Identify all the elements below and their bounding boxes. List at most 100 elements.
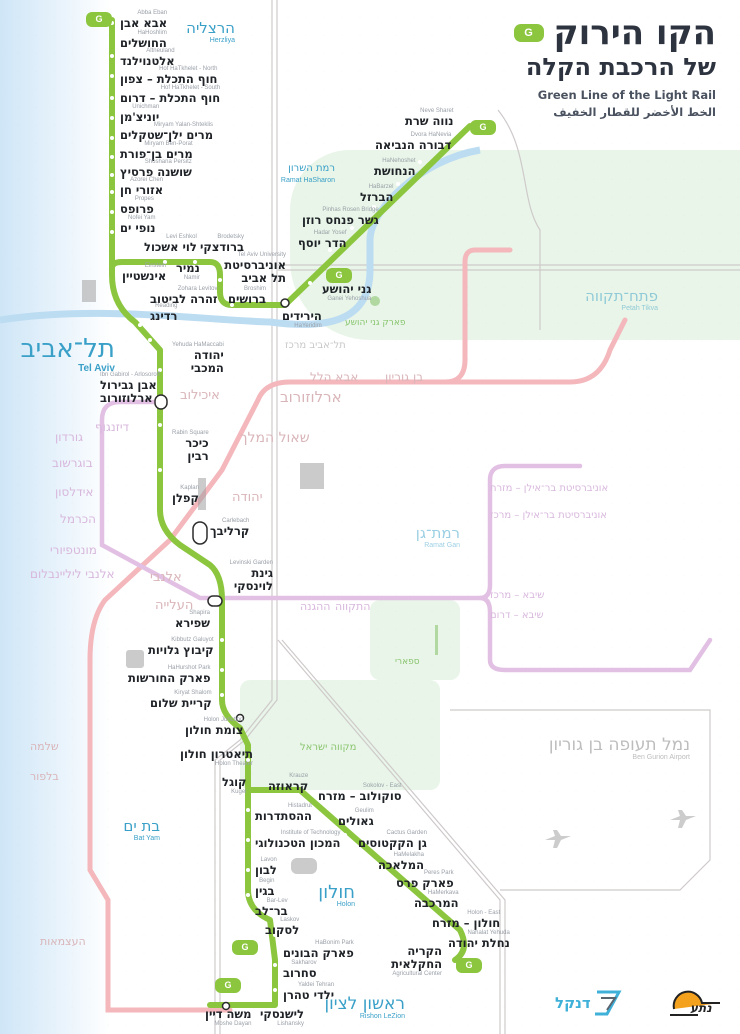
faded-label-hakomemiyut: העצמאות: [40, 935, 86, 948]
station-name-en: Yaldei Tehran: [297, 982, 335, 988]
station-name-he: סחרוב: [283, 966, 317, 980]
design-museum-icon: [291, 858, 317, 874]
station-name-he: הדר יוסף: [298, 236, 347, 250]
station-name-en: Geulim: [354, 808, 374, 814]
station-name-he: חולון – מזרח: [432, 916, 501, 930]
station-name-he: נווה שרת: [405, 114, 454, 128]
station-name-en: Miryam Ben-Porat: [144, 141, 193, 147]
station-name-he: הנחושת: [374, 164, 416, 178]
map-title: הקו הירוק G: [513, 14, 716, 52]
station-name-en: Holon Junction: [203, 717, 244, 723]
station-name-en: Altneuland: [146, 48, 175, 54]
park-label-safari: ספארי: [395, 657, 420, 667]
station-name-he: פרופס: [120, 202, 154, 216]
city-name-en: Herzliya: [209, 37, 235, 44]
giraffe-icon: [435, 625, 438, 655]
map-subtitle: של הרכבת הקלה: [525, 53, 716, 81]
station-name-en: Yehuda HaMaccabi: [172, 342, 224, 348]
ntaa-text: נתע: [690, 1001, 712, 1015]
station-name-he: תיאטרון חולון: [180, 747, 253, 761]
city-name: רמת השרון: [288, 163, 335, 174]
faded-label-hahagana: ההגנה: [300, 600, 331, 613]
terminus-badge-moshe-dayan: G: [215, 978, 241, 993]
station-name-en: Nofei Yam: [128, 215, 156, 221]
park-label-mikveh-israel: מקווה ישראל: [300, 742, 357, 753]
station-name-en: Begin: [259, 878, 275, 884]
safari-area: [370, 600, 460, 680]
station-name-he: לבון: [255, 863, 277, 877]
station-name-en: Tel Aviv University: [237, 252, 286, 258]
station-name-en: Histadrut: [287, 803, 312, 809]
station-name-he: זהרה לביטוב: [150, 292, 218, 306]
station-name-en: Ganei Yehoshua: [327, 296, 372, 302]
station-name-he: אבן גבירול ארלוזורוב: [100, 378, 157, 405]
faded-label-idelson: אידלסון: [55, 485, 94, 499]
city-name-en: Petah Tikva: [621, 305, 658, 312]
station-name-en: Peres Park: [423, 870, 454, 876]
city-tel-aviv: תל־אביב Tel Aviv: [20, 335, 115, 374]
